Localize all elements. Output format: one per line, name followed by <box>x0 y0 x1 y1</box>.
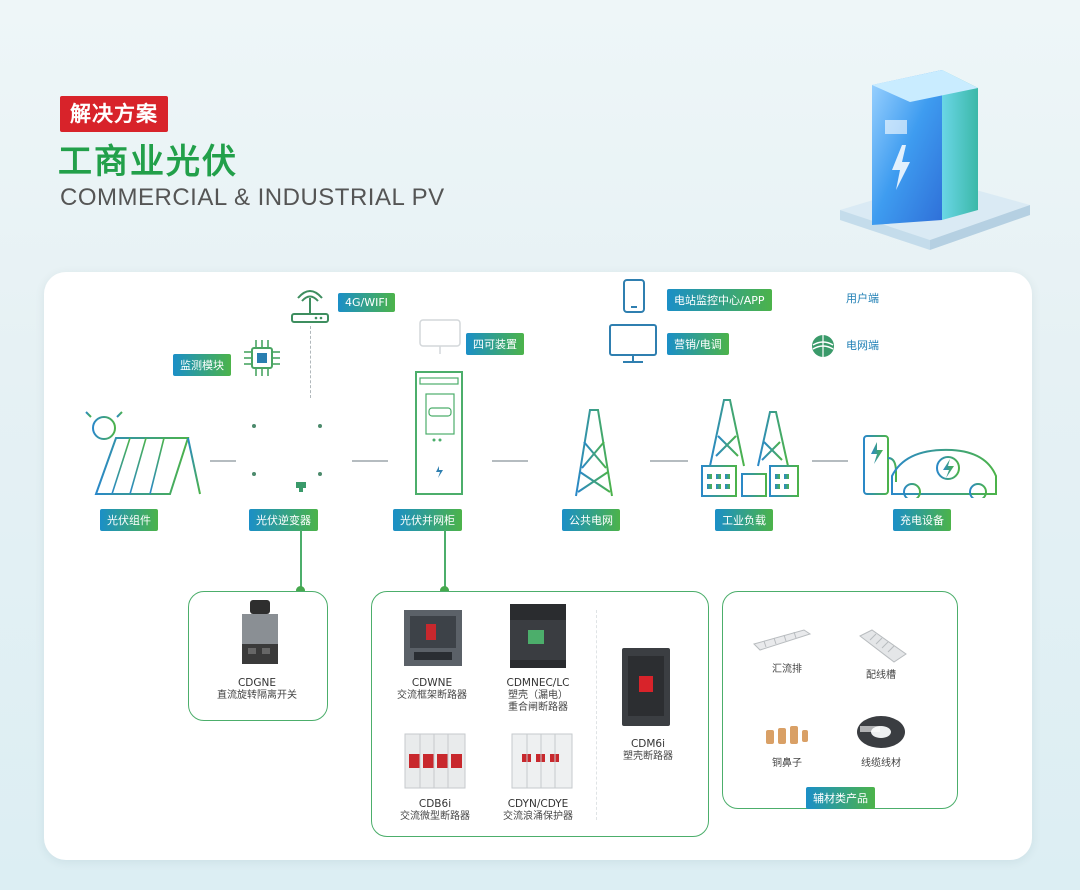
cdmnec-desc: 塑壳（漏电） <box>508 690 568 701</box>
flow-label-public-grid: 公共电网 <box>562 509 620 531</box>
cdwne-model: CDWNE <box>411 677 453 689</box>
mccb-product <box>622 648 670 726</box>
mcb-product <box>404 733 466 789</box>
solution-tag: 解决方案 <box>60 96 168 132</box>
monitor-icon <box>609 324 657 363</box>
dc-isolator-switch-product <box>242 600 278 664</box>
wiring-duct-product <box>859 629 907 663</box>
cdm6i-desc: 塑壳断路器 <box>623 751 673 762</box>
four-device-icon <box>419 319 461 354</box>
transmission-tower-icon <box>550 409 638 497</box>
four-device-label: 四可装置 <box>466 333 524 355</box>
cdwne-desc: 交流框架断路器 <box>397 690 467 701</box>
page-title: 工商业光伏 <box>58 142 238 182</box>
flow-label-inverter: 光伏逆变器 <box>249 509 318 531</box>
cdmnec-model: CDMNEC/LC <box>506 677 570 689</box>
flow-connector <box>650 460 688 462</box>
cabinet-connector <box>444 530 446 588</box>
cdgne-model: CDGNE <box>237 677 277 689</box>
cdmnec-desc2: 重合闸断路器 <box>508 702 568 713</box>
cdb6i-desc: 交流微型断路器 <box>400 811 470 822</box>
charging-cabinet-illustration <box>840 70 1030 250</box>
accessories-title: 辅材类产品 <box>806 787 875 809</box>
ev-charger-icon <box>858 435 1002 498</box>
busbar-product <box>753 629 812 651</box>
wifi-label: 4G/WIFI <box>338 293 395 312</box>
cable-product <box>857 716 905 748</box>
cdgne-desc: 直流旋转隔离开关 <box>217 690 297 701</box>
state-grid-logo-icon <box>812 335 834 357</box>
cabinet-connector-dot <box>440 586 449 595</box>
busbar-label: 汇流排 <box>772 664 802 675</box>
cable-label: 线缆线材 <box>861 758 901 769</box>
flow-connector <box>492 460 528 462</box>
mccb-recloser-product <box>510 604 566 668</box>
flow-label-pv-module: 光伏组件 <box>100 509 158 531</box>
copper-lug-product <box>766 726 808 744</box>
grid-side-label: 电网端 <box>846 339 879 352</box>
monitor-module-label: 监测模块 <box>173 354 231 376</box>
wifi-router-icon <box>291 290 329 323</box>
solar-panel-icon <box>80 404 201 495</box>
cdyn-desc: 交流浪涌保护器 <box>503 811 573 822</box>
wiring-duct-label: 配线槽 <box>866 670 896 681</box>
phone-icon <box>623 279 645 313</box>
cdyn-model: CDYN/CDYE <box>507 798 569 810</box>
inverter-connector <box>300 530 302 588</box>
copper-lug-label: 铜鼻子 <box>772 758 802 769</box>
box-divider <box>596 610 597 820</box>
flow-label-grid-cabinet: 光伏并网柜 <box>393 509 462 531</box>
page-subtitle: COMMERCIAL & INDUSTRIAL PV <box>60 184 445 211</box>
spd-product <box>511 733 573 789</box>
grid-cabinet-icon <box>415 371 463 495</box>
chip-icon <box>244 340 280 376</box>
flow-label-charging: 充电设备 <box>893 509 951 531</box>
air-circuit-breaker-product <box>404 610 462 666</box>
app-label: 电站监控中心/APP <box>667 289 772 311</box>
cdb6i-model: CDB6i <box>418 798 452 810</box>
inverter-connector-dot <box>296 586 305 595</box>
flow-connector <box>352 460 388 462</box>
accessories-box <box>722 591 958 809</box>
flow-label-industrial-load: 工业负载 <box>715 509 773 531</box>
marketing-label: 营销/电调 <box>667 333 729 355</box>
user-side-label: 用户端 <box>846 292 879 305</box>
flow-connector <box>210 460 236 462</box>
industrial-load-icon <box>700 399 800 497</box>
cdm6i-model: CDM6i <box>630 738 666 750</box>
inverter-icon <box>252 424 322 492</box>
flow-connector <box>812 460 848 462</box>
wifi-dashed-line <box>310 326 311 398</box>
